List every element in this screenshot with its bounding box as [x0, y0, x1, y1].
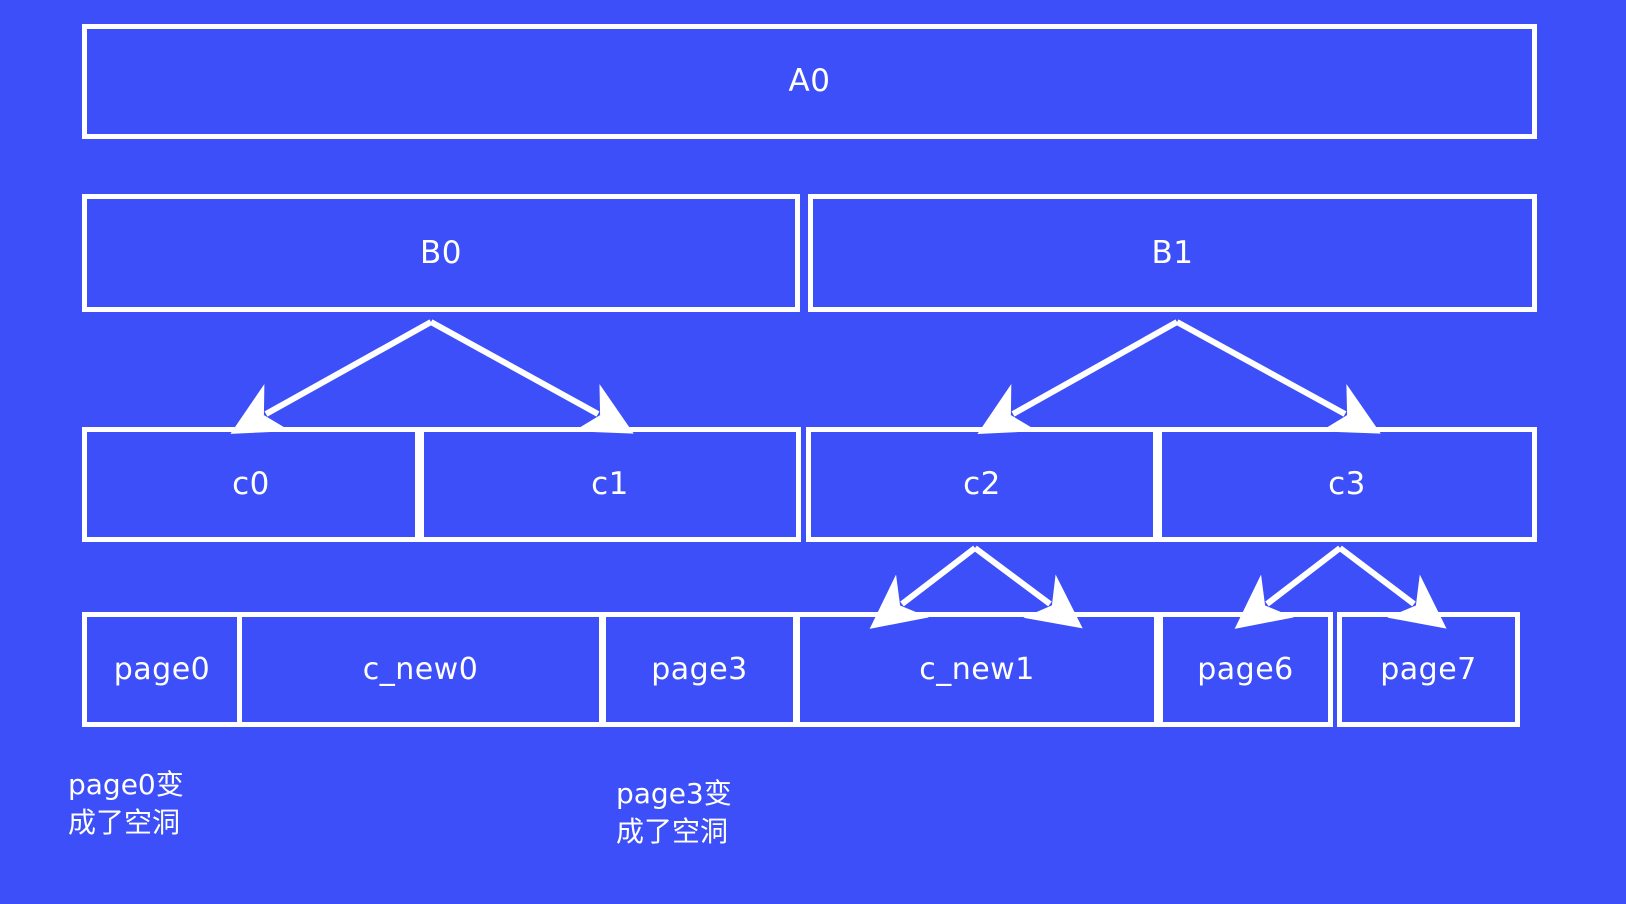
edge-c3-page6 — [1234, 545, 1342, 629]
node-b1-label: B1 — [1151, 234, 1194, 271]
node-b0: B0 — [82, 194, 800, 312]
node-page3: page3 — [601, 612, 798, 727]
node-c1: c1 — [419, 427, 801, 542]
node-c3-label: c3 — [1328, 466, 1366, 502]
node-page3-label: page3 — [651, 651, 748, 687]
node-page6-label: page6 — [1197, 651, 1294, 687]
caption-page3: page3变 成了空洞 — [616, 777, 732, 848]
node-c-new0: c_new0 — [237, 612, 604, 727]
node-c0: c0 — [82, 427, 420, 542]
edge-b1-c3 — [1175, 319, 1381, 434]
node-c1-label: c1 — [591, 466, 629, 502]
caption-page0: page0变 成了空洞 — [68, 768, 184, 839]
node-c-new1-label: c_new1 — [919, 651, 1035, 687]
node-c2-label: c2 — [963, 466, 1001, 502]
node-c0-label: c0 — [232, 466, 270, 502]
node-page0-label: page0 — [113, 651, 211, 687]
node-page7: page7 — [1337, 612, 1520, 727]
node-b0-label: B0 — [420, 234, 462, 271]
node-page0: page0 — [82, 612, 242, 727]
node-c-new1: c_new1 — [795, 612, 1159, 727]
edge-c3-page7 — [1338, 545, 1447, 629]
node-b1: B1 — [808, 194, 1537, 312]
node-page6: page6 — [1158, 612, 1333, 727]
edge-c2-right — [973, 545, 1083, 629]
node-a0: A0 — [82, 24, 1537, 139]
node-page7-label: page7 — [1380, 651, 1477, 687]
edge-c2-left — [869, 545, 977, 629]
edge-b0-c1 — [429, 319, 634, 434]
node-c3: c3 — [1157, 427, 1537, 542]
edge-b1-c2 — [977, 319, 1179, 434]
node-c-new0-label: c_new0 — [362, 651, 479, 687]
node-a0-label: A0 — [788, 63, 831, 99]
node-c2: c2 — [806, 427, 1158, 542]
edge-b0-c0 — [230, 319, 433, 434]
